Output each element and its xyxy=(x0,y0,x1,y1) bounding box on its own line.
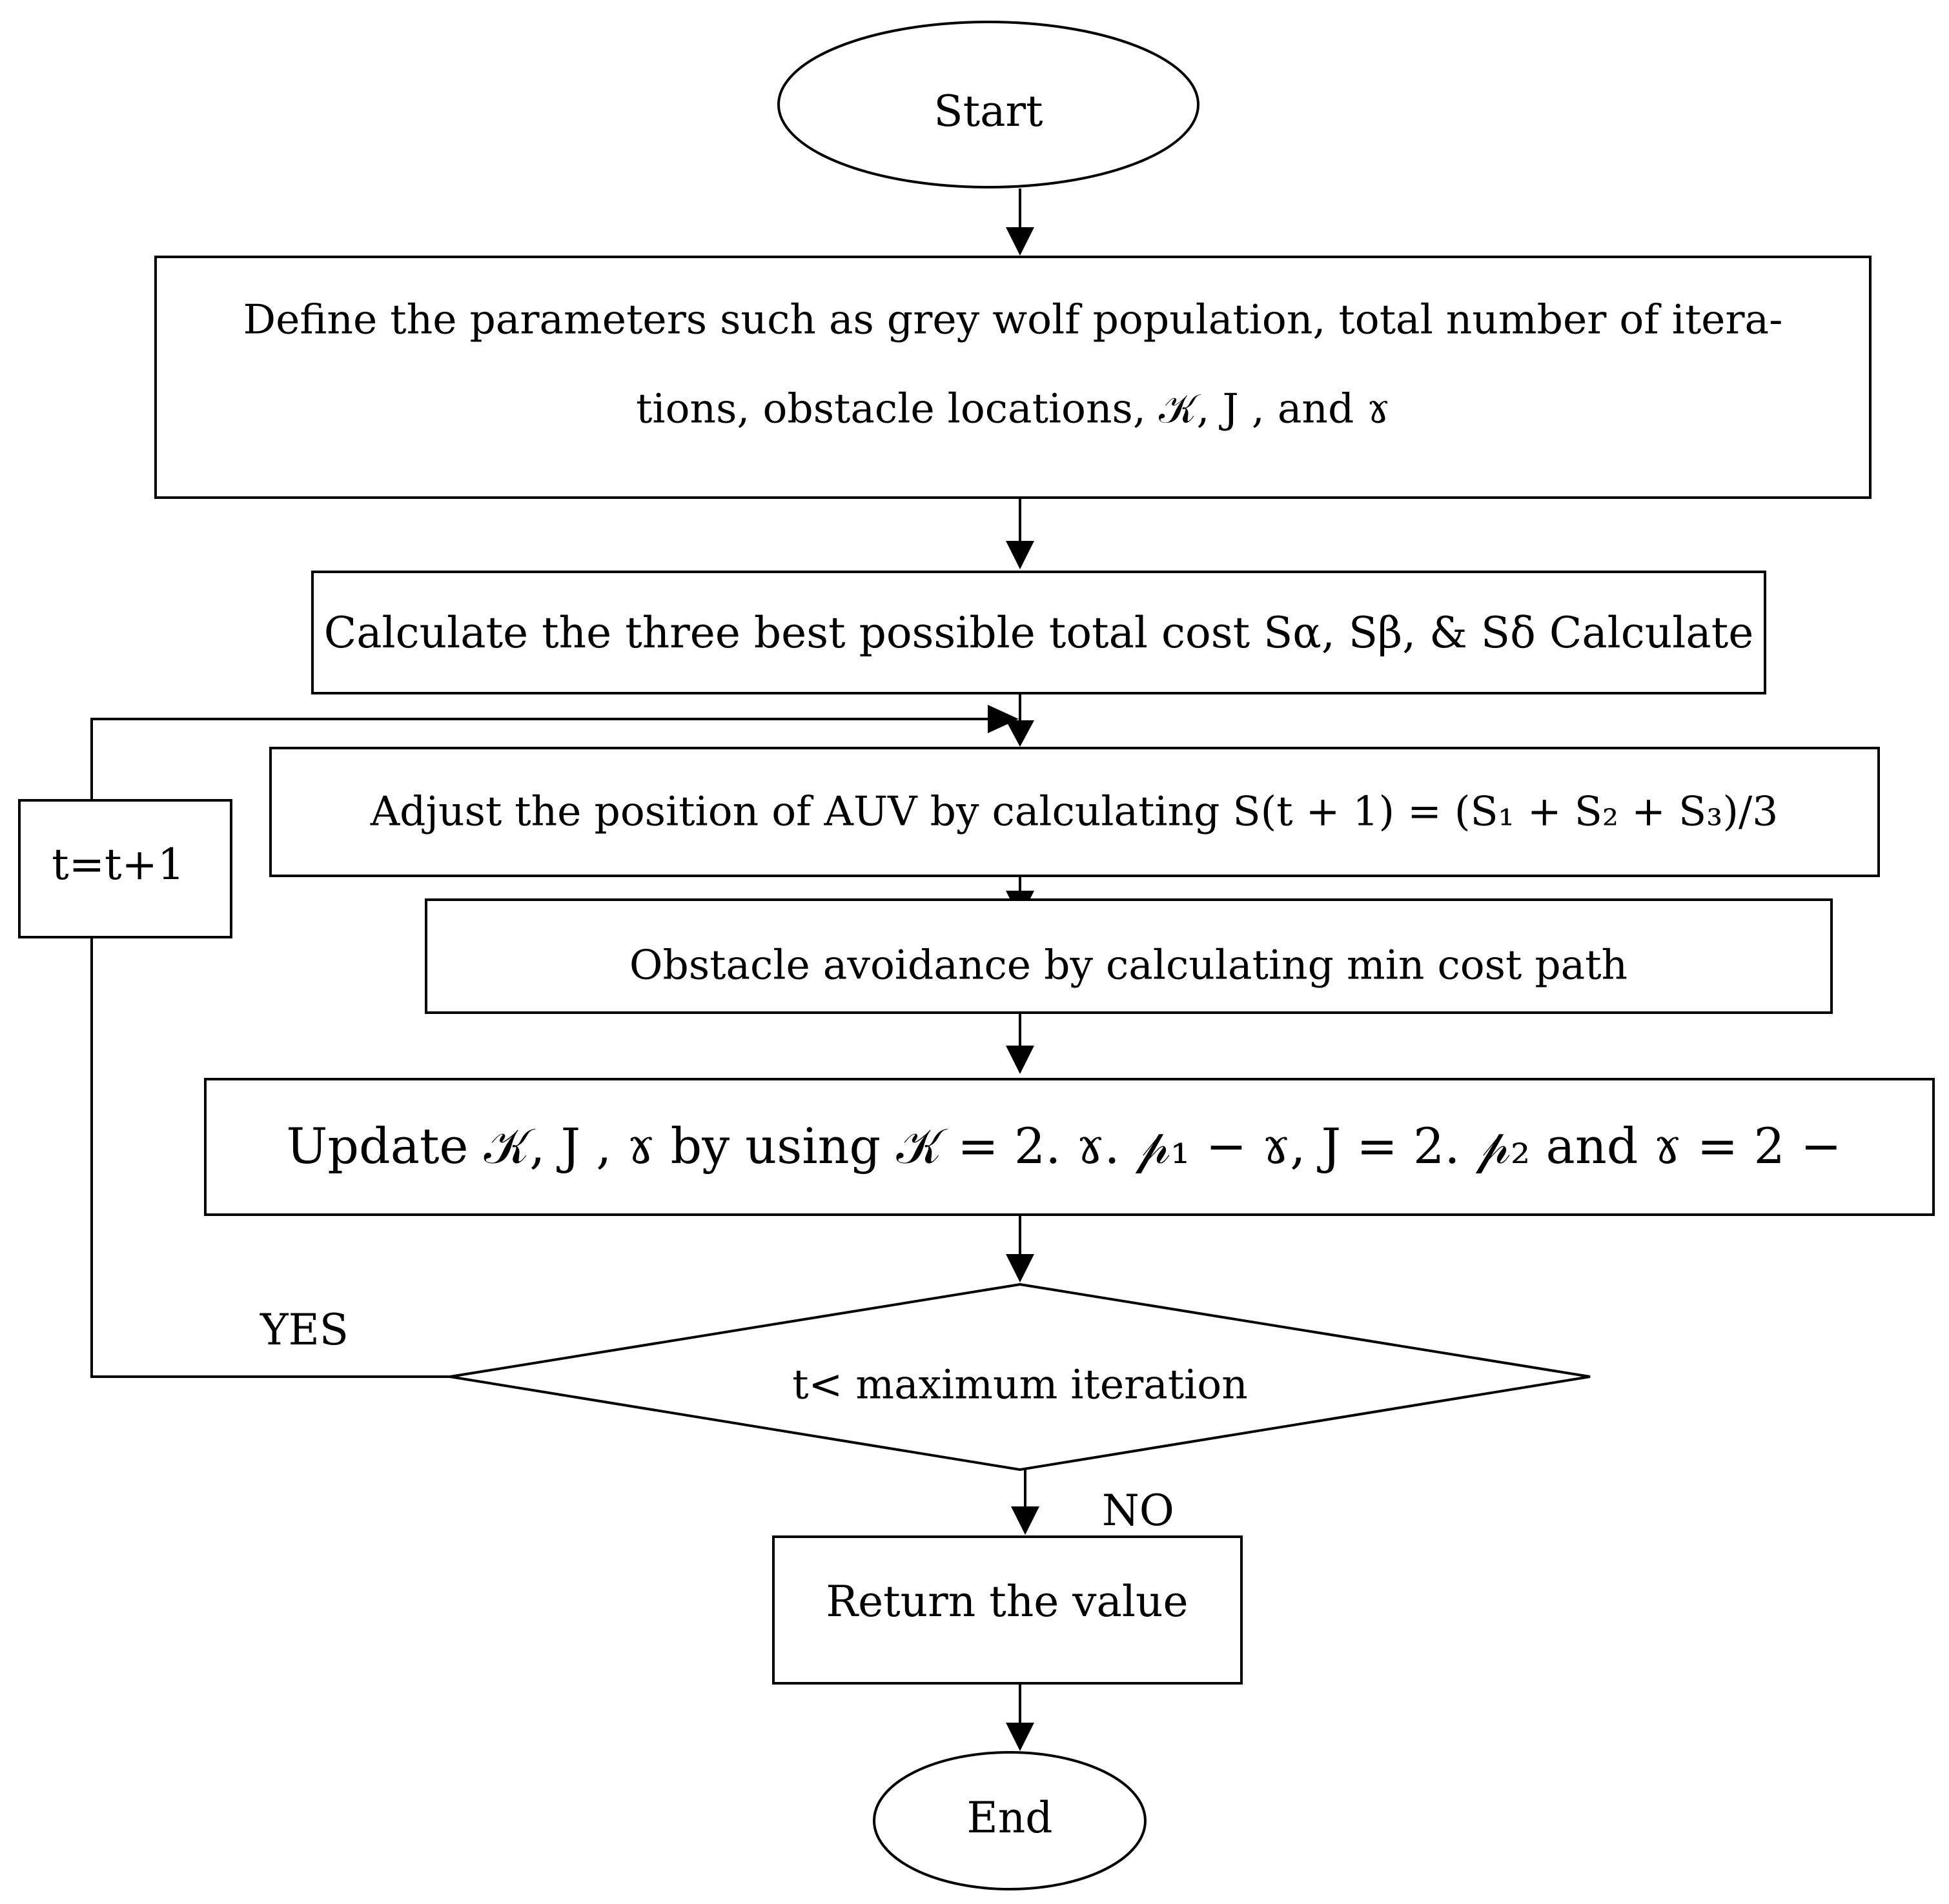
increment-node: t=t+1 xyxy=(18,799,232,938)
no-edge-label: NO xyxy=(1102,1486,1174,1535)
edges xyxy=(90,188,1039,1751)
decision-label: t< maximum iteration xyxy=(792,1361,1248,1408)
start-node: Start xyxy=(777,21,1199,188)
define-parameters-line-2: tions, obstacle locations, 𝒦, J , and ɤ xyxy=(636,385,1390,432)
end-ellipse xyxy=(873,1751,1147,1890)
edge-decision-to-increment xyxy=(90,936,450,1378)
arrowhead xyxy=(1006,720,1034,747)
start-label: Start xyxy=(934,86,1043,136)
define-parameters-box xyxy=(154,256,1872,499)
arrowhead xyxy=(1006,1254,1034,1282)
decision-diamond xyxy=(449,1282,1591,1472)
calculate-best-node: Calculate the three best possible total … xyxy=(311,571,1766,694)
adjust-position-label: Adjust the position of AUV by calculatin… xyxy=(370,788,1779,835)
arrowhead xyxy=(988,705,1019,733)
decision-node: t< maximum iteration xyxy=(449,1282,1591,1472)
obstacle-avoidance-label: Obstacle avoidance by calculating min co… xyxy=(629,942,1628,989)
update-parameters-label: Update 𝒦, J , ɤ by using 𝒦 = 2. ɤ. 𝓅₁ − … xyxy=(286,1117,1841,1175)
update-parameters-box xyxy=(204,1078,1935,1216)
return-box xyxy=(772,1535,1243,1685)
arrowhead xyxy=(1006,1046,1034,1074)
arrowhead xyxy=(1006,1723,1034,1751)
define-parameters-node: Define the parameters such as grey wolf … xyxy=(154,256,1872,499)
calculate-best-box xyxy=(311,571,1766,694)
obstacle-avoidance-node: Obstacle avoidance by calculating min co… xyxy=(425,898,1833,1014)
increment-label: t=t+1 xyxy=(52,840,185,889)
arrowhead xyxy=(1006,541,1034,569)
adjust-position-box xyxy=(269,747,1880,877)
update-parameters-node: Update 𝒦, J , ɤ by using 𝒦 = 2. ɤ. 𝓅₁ − … xyxy=(204,1078,1935,1216)
return-label: Return the value xyxy=(826,1577,1188,1626)
edge-increment-to-adjust xyxy=(90,718,988,799)
define-parameters-line-1: Define the parameters such as grey wolf … xyxy=(243,296,1783,343)
start-ellipse xyxy=(777,21,1199,188)
end-label: End xyxy=(967,1793,1053,1843)
arrowhead xyxy=(1006,227,1034,256)
arrowhead xyxy=(1011,1506,1039,1535)
yes-edge-label: YES xyxy=(260,1305,349,1355)
calculate-best-label: Calculate the three best possible total … xyxy=(324,608,1754,658)
return-node: Return the value xyxy=(772,1535,1243,1685)
adjust-position-node: Adjust the position of AUV by calculatin… xyxy=(269,747,1880,877)
obstacle-avoidance-box xyxy=(425,898,1833,1014)
end-node: End xyxy=(873,1751,1147,1890)
increment-box xyxy=(18,799,232,938)
